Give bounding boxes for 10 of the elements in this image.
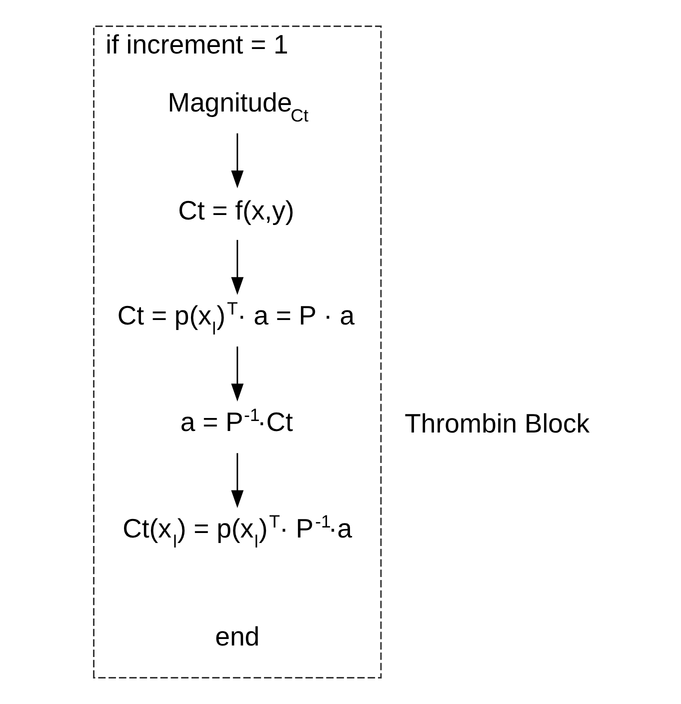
arrow (230, 453, 244, 508)
arrow (230, 240, 244, 295)
node-text: Ct = p(x$_{l}$)$^{T}$· a = P · a (116, 298, 354, 338)
arrow (230, 346, 244, 402)
arrow (230, 133, 244, 188)
node-text: Ct = f(x,y) (178, 195, 294, 226)
node-text: Ct(x$_{l}$) = p(x$_{l}$)$^{T}$· P$^{-1}$·a (122, 512, 352, 552)
node-text: Magnitude$_{Ct}$ (167, 87, 308, 126)
node-label: Thrombin Block (404, 408, 590, 439)
node-text: a = P$^{-1}$·Ct (180, 405, 292, 438)
